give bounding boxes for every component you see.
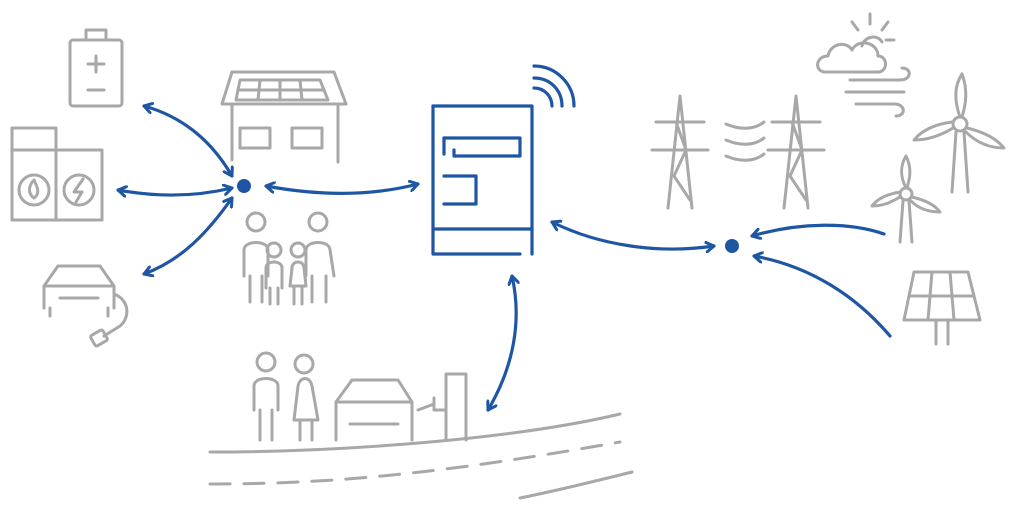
grid-hub-dot bbox=[725, 239, 739, 253]
public-charging-scene-icon bbox=[254, 353, 466, 440]
family-icon bbox=[244, 213, 334, 304]
arrow-hub-car bbox=[144, 198, 232, 274]
house-solar-roof-icon bbox=[222, 72, 346, 162]
arrow-solar-grid bbox=[754, 256, 890, 336]
home-hub-dot bbox=[237, 179, 251, 193]
energy-manager-device-icon bbox=[433, 66, 574, 254]
battery-icon bbox=[70, 30, 122, 106]
arrow-manager-charging bbox=[488, 276, 516, 410]
electric-car-icon bbox=[44, 266, 127, 347]
power-line-towers-icon bbox=[652, 96, 824, 208]
solar-panel-icon bbox=[904, 272, 980, 344]
weather-icon bbox=[818, 14, 910, 116]
wind-turbine-icon bbox=[872, 74, 1004, 242]
arrow-hub-manager bbox=[266, 184, 418, 193]
wifi-signal-icon bbox=[534, 66, 574, 106]
arrow-manager-grid bbox=[552, 222, 714, 249]
arrow-hub-heat-pump bbox=[118, 188, 232, 195]
arrow-hub-battery bbox=[144, 106, 232, 176]
arrow-wind-grid bbox=[752, 225, 884, 236]
heat-pump-storage-icon bbox=[12, 128, 102, 220]
